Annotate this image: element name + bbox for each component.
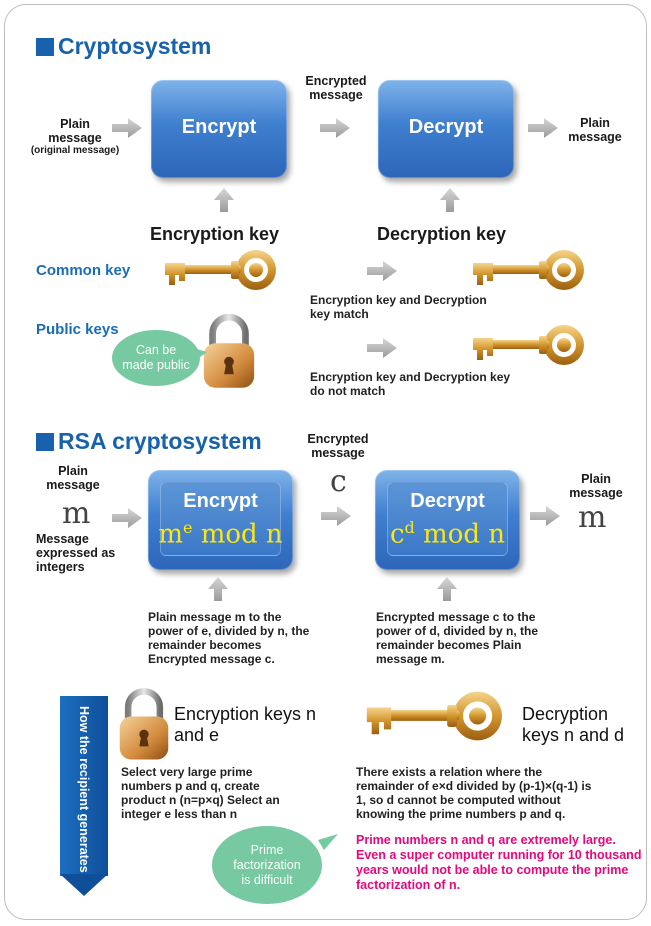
decrypt-formula: cd mod n <box>375 518 520 550</box>
decrypt-box: Decrypt <box>378 80 514 178</box>
arrow-right-icon <box>528 118 558 138</box>
public-keys-label: Public keys <box>36 321 119 338</box>
decrypt-formula-tail: mod n <box>414 519 506 550</box>
plain-out-symbol: m <box>578 500 607 535</box>
decrypt-explanation: Encrypted message c to the power of d, d… <box>376 610 539 666</box>
encrypt-box: Encrypt <box>151 80 287 178</box>
cipher-symbol: c <box>330 464 347 499</box>
public-keys-note: Encryption key and Decryption key do not… <box>310 370 511 398</box>
bubble-tail <box>318 834 338 850</box>
can-be-made-public-bubble: Can be made public <box>112 330 200 386</box>
band-arrow-tip <box>60 874 108 896</box>
arrow-right-icon <box>333 261 431 281</box>
plain-message-text: Plain message <box>48 117 102 145</box>
key-icon <box>160 247 282 293</box>
encrypt-formula-base: m <box>158 519 183 550</box>
rsa-plain-message-label: Plain message <box>46 464 100 492</box>
prime-factorization-bubble: Prime factorization is difficult <box>212 826 322 904</box>
encryption-keys-text: Select very large prime numbers p and q,… <box>121 765 280 821</box>
arrow-up-icon <box>437 577 457 601</box>
padlock-icon <box>200 312 258 390</box>
recipient-key-generation-band: How the recipient generates the key <box>60 696 108 920</box>
arrow-up-icon <box>440 188 460 212</box>
key-icon <box>468 247 590 293</box>
rsa-encrypt-inner <box>160 482 281 556</box>
common-key-label: Common key <box>36 262 131 279</box>
padlock-icon <box>116 686 172 762</box>
bubble-tail <box>193 348 207 362</box>
rsa-encrypt-box: Encrypt me mod n <box>148 470 293 570</box>
rsa-heading-text: RSA cryptosystem <box>58 428 262 454</box>
cryptosystem-heading-text: Cryptosystem <box>58 33 212 59</box>
decryption-keys-text: There exists a relation where the remain… <box>356 765 592 821</box>
diagram-frame <box>4 4 647 920</box>
rsa-encrypt-label: Encrypt <box>183 490 258 512</box>
encryption-key-heading: Encryption key <box>150 224 280 244</box>
arrow-up-icon <box>208 577 228 601</box>
encrypt-label: Encrypt <box>181 116 257 138</box>
message-integers-note: Message expressed as integers <box>36 532 116 574</box>
encrypt-formula-tail: mod n <box>192 519 283 550</box>
encrypt-formula-exp: e <box>182 518 193 537</box>
arrow-right-icon <box>310 506 362 526</box>
key-icon <box>360 688 510 744</box>
arrow-right-icon <box>112 118 142 138</box>
decryption-keys-title: Decryption keys n and d <box>522 704 625 745</box>
encrypted-message-label: Encrypted message <box>305 74 367 102</box>
arrow-up-icon <box>214 188 234 212</box>
arrow-right-icon <box>112 508 142 528</box>
rsa-decrypt-label: Decrypt <box>410 490 485 512</box>
heading-square-icon <box>36 432 54 451</box>
prime-bubble-text: Prime factorization is difficult <box>233 842 301 887</box>
heading-square-icon <box>36 37 54 56</box>
encrypt-formula: me mod n <box>148 518 293 550</box>
decrypt-formula-base: c <box>389 519 405 550</box>
encryption-keys-title: Encryption keys n and e <box>174 704 317 745</box>
cryptosystem-heading: Cryptosystem <box>36 33 211 60</box>
encrypt-explanation: Plain message m to the power of e, divid… <box>148 610 310 666</box>
arrow-right-icon <box>312 118 358 138</box>
key-icon <box>468 322 590 368</box>
decryption-key-heading: Decryption key <box>377 224 507 244</box>
decrypt-formula-exp: d <box>404 518 415 537</box>
common-key-note: Encryption key and Decryption key match <box>310 293 487 321</box>
arrow-right-icon <box>333 338 431 358</box>
public-bubble-text: Can be made public <box>122 343 190 372</box>
rsa-decrypt-box: Decrypt cd mod n <box>375 470 520 570</box>
plain-symbol: m <box>62 496 91 531</box>
side-band-text: How the recipient generates the key <box>77 706 91 920</box>
rsa-decrypt-inner <box>387 482 508 556</box>
rsa-encrypted-message-label: Encrypted message <box>307 432 369 460</box>
decrypt-label: Decrypt <box>408 116 484 138</box>
plain-message-output-label: Plain message <box>568 116 622 144</box>
rsa-heading: RSA cryptosystem <box>36 428 262 455</box>
arrow-right-icon <box>530 506 560 526</box>
rsa-plain-out-label: Plain message <box>569 472 623 500</box>
original-message-text: (original message) <box>30 145 120 156</box>
prime-warning-text: Prime numbers n and q are extremely larg… <box>356 833 642 892</box>
plain-message-input-label: Plain message (original message) <box>30 117 120 157</box>
